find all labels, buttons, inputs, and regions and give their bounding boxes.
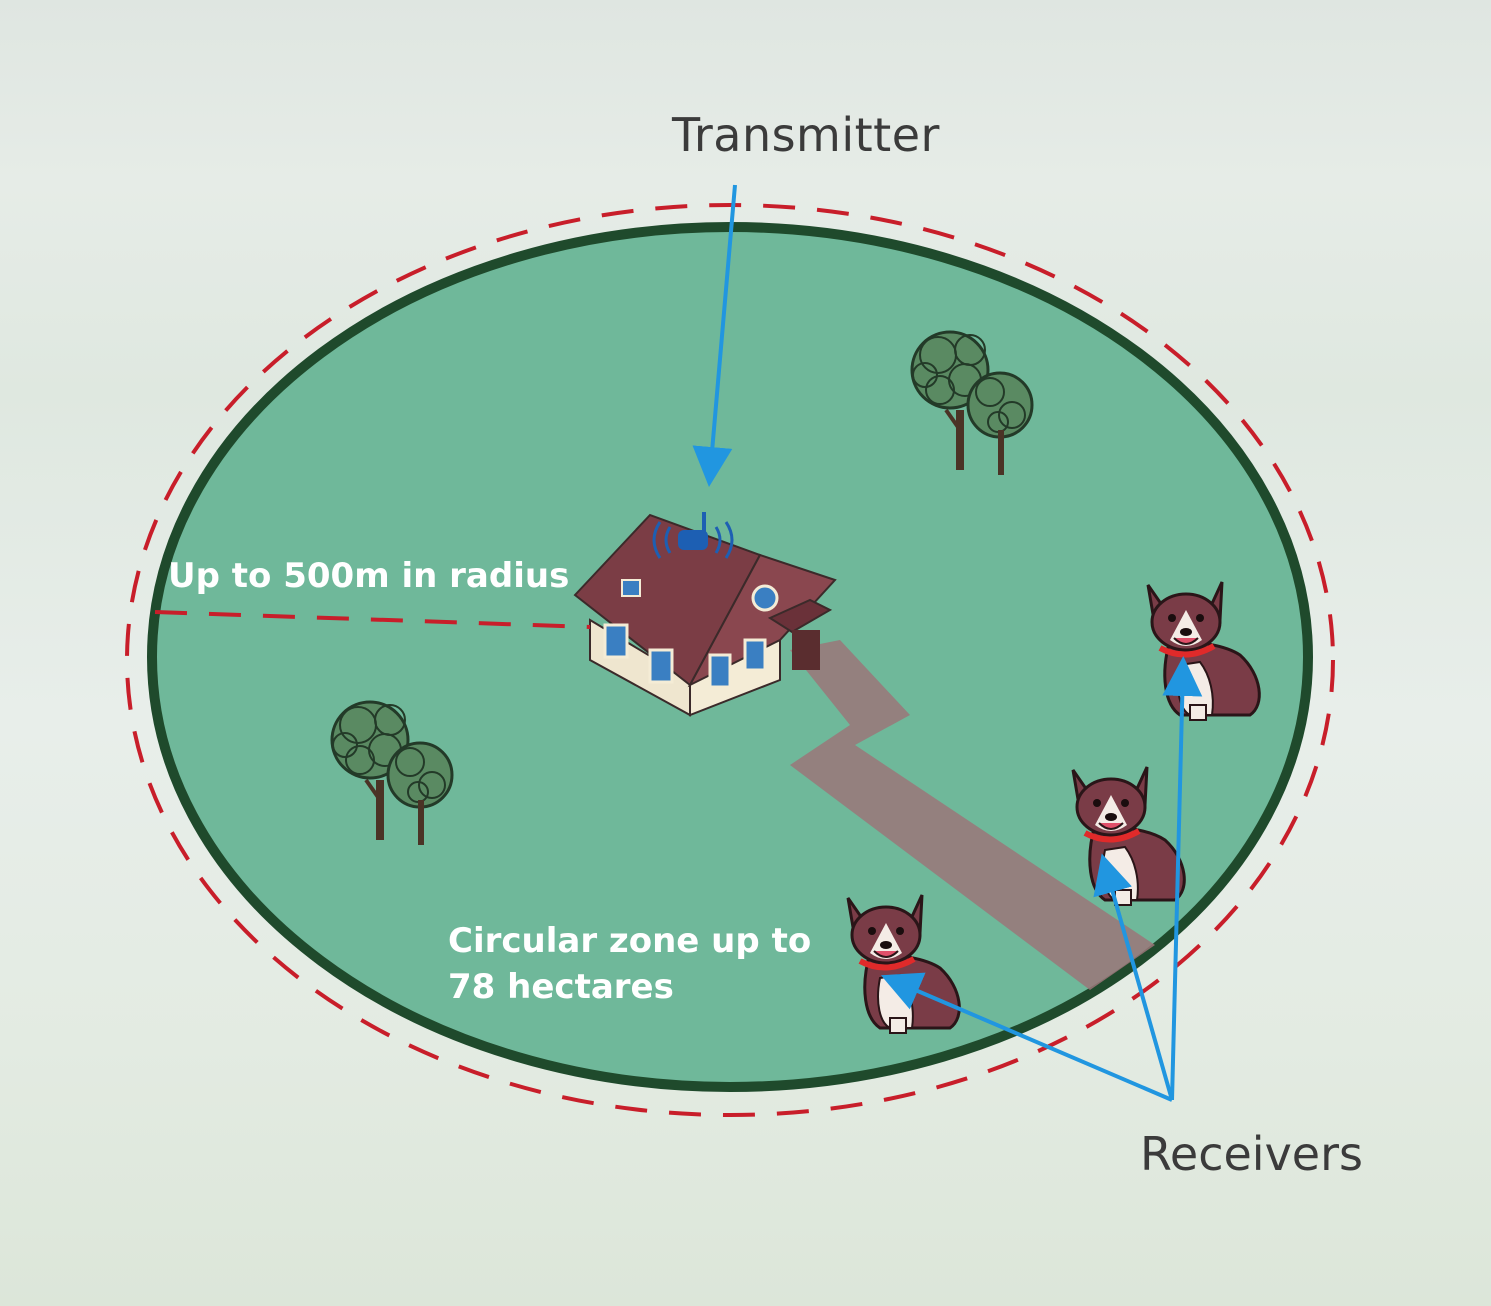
radius-line — [154, 610, 591, 629]
walkway — [790, 640, 1155, 990]
boundary-dashed-ring — [125, 203, 1335, 1117]
transmitter-arrow — [692, 184, 737, 487]
receiver-arrow — [1093, 853, 1174, 1101]
zone-label: Circular zone up to 78 hectares — [448, 918, 811, 1010]
receiver-arrow — [1162, 656, 1203, 1101]
house-icon — [573, 513, 837, 717]
receiver-arrow — [880, 972, 1173, 1102]
zone-label-line2: 78 hectares — [448, 967, 674, 1007]
antenna-icon — [652, 512, 734, 559]
transmitter-label: Transmitter — [672, 108, 940, 162]
receivers-label: Receivers — [1140, 1127, 1363, 1181]
zone-label-line1: Circular zone up to — [448, 921, 812, 961]
radius-label: Up to 500m in radius — [168, 556, 570, 596]
